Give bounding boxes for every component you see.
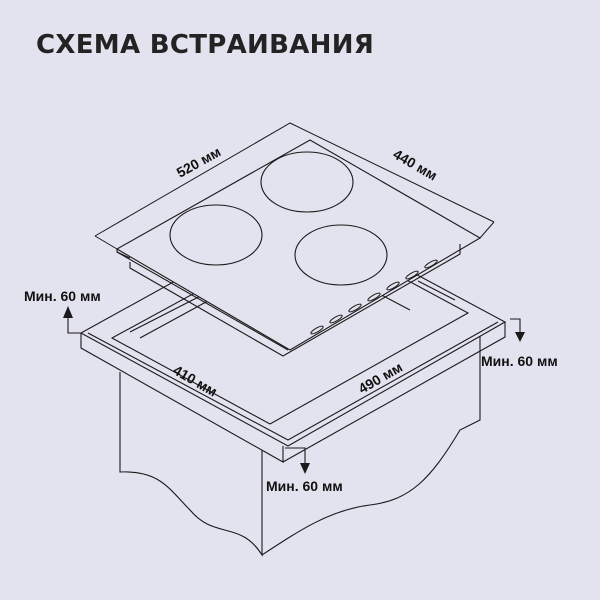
clearance-front-label: Мин. 60 мм <box>266 478 343 494</box>
hob-width-label: 520 мм <box>174 143 224 180</box>
hob-depth-label: 440 мм <box>391 146 441 184</box>
clearance-right-label: Мин. 60 мм <box>481 353 558 369</box>
burner-1 <box>169 204 263 266</box>
page-title: СХЕМА ВСТРАИВАНИЯ <box>36 30 375 60</box>
burner-3 <box>294 224 388 286</box>
burner-2 <box>260 151 354 213</box>
hob <box>94 122 495 357</box>
clearance-back-label: Мин. 60 мм <box>24 288 101 304</box>
cabinet <box>119 330 481 557</box>
clearance-arrows <box>67 315 521 466</box>
